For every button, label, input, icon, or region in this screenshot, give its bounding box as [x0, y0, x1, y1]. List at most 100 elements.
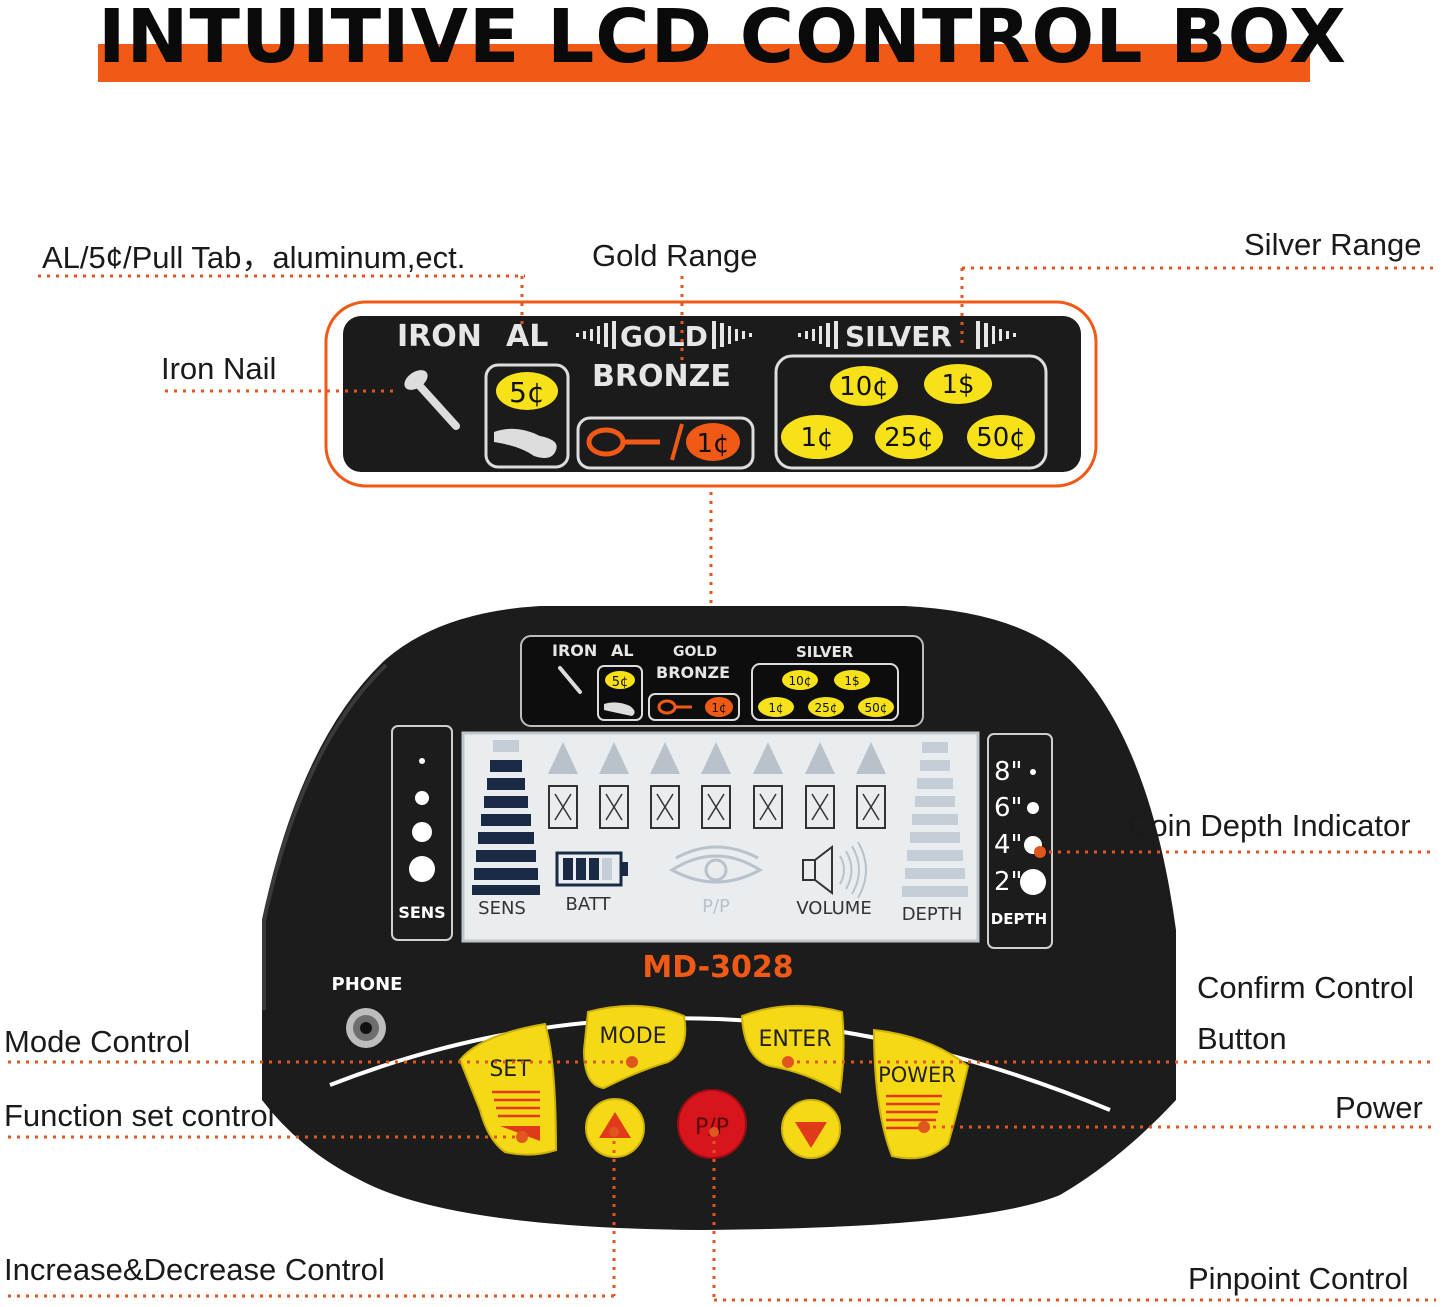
- svg-text:1$: 1$: [844, 674, 859, 688]
- decrease-button[interactable]: [781, 1099, 841, 1159]
- depth-mark-dot: [1030, 769, 1036, 775]
- title-underline-bar: [98, 44, 1310, 82]
- lcd-target-box: [805, 785, 835, 829]
- lcd-sens-label: SENS: [478, 898, 526, 919]
- lcd-target-box: [753, 785, 783, 829]
- coin-1c-bronze-label: 1¢: [696, 429, 729, 459]
- callout-mode-control: Mode Control: [4, 1024, 191, 1059]
- device-scale-gold: GOLD: [673, 644, 717, 660]
- callout-pinpoint: Pinpoint Control: [1188, 1261, 1409, 1296]
- mode-button[interactable]: MODE: [582, 1004, 687, 1090]
- device-nail-icon: [558, 666, 582, 694]
- phone-jack-icon: [346, 1008, 386, 1048]
- battery-icon: [555, 851, 628, 887]
- device-scale-silver: SILVER: [796, 643, 854, 661]
- phone-label: PHONE: [332, 974, 403, 995]
- callout-confirm-control: Confirm Control: [1197, 970, 1415, 1005]
- eye-icon: [669, 845, 763, 884]
- arrow-up-icon: [599, 1112, 631, 1138]
- depth-mark-dot: [1027, 802, 1039, 814]
- device-scale-bronze: BRONZE: [656, 663, 730, 682]
- bronze-box: [576, 416, 755, 470]
- callout-gold-range: Gold Range: [592, 238, 758, 273]
- sens-label: SENS: [398, 903, 445, 922]
- depth-mark-label: 6": [994, 793, 1023, 823]
- model-label: MD-3028: [642, 950, 793, 985]
- svg-text:1¢: 1¢: [768, 701, 783, 715]
- set-button[interactable]: SET: [458, 1022, 558, 1156]
- svg-text:MODE: MODE: [599, 1024, 666, 1049]
- scale-al-label: AL: [506, 319, 548, 354]
- al-box: [484, 363, 570, 469]
- coin-5c-badge: [496, 372, 558, 410]
- gold-waveform-icon: [576, 321, 752, 349]
- lcd-target-triangle: [599, 742, 629, 774]
- pinpoint-button[interactable]: P/P: [677, 1089, 747, 1159]
- callout-coin-depth-indicator: Coin Depth Indicator: [1128, 808, 1411, 843]
- lcd-target-triangle: [701, 742, 731, 774]
- silver-coin-badge: [924, 364, 992, 404]
- callout-function-set: Function set control: [4, 1098, 275, 1133]
- lcd-target-box: [599, 785, 629, 829]
- callout-al-aluminum: AL/5¢/Pull Tab，aluminum,ect.: [42, 240, 466, 275]
- svg-text:10¢: 10¢: [789, 674, 812, 688]
- svg-text:POWER: POWER: [878, 1063, 956, 1087]
- coin-1c-bronze-badge: [686, 423, 740, 461]
- callout-confirm-button: Button: [1197, 1021, 1287, 1056]
- sens-column: [391, 725, 453, 941]
- callout-silver-range: Silver Range: [1244, 227, 1422, 262]
- pull-tab-icon: [494, 428, 557, 458]
- lcd-depth-label: DEPTH: [902, 904, 963, 925]
- depth-mark-label: 4": [994, 830, 1023, 860]
- lcd-batt-label: BATT: [566, 894, 612, 915]
- lcd-pp-label: P/P: [702, 896, 730, 917]
- scale-iron-label: IRON: [397, 319, 482, 354]
- lcd-target-triangle: [650, 742, 680, 774]
- scale-silver-label: SILVER: [845, 320, 952, 353]
- lcd-target-triangle: [753, 742, 783, 774]
- lcd-volume-label: VOLUME: [796, 898, 871, 919]
- depth-marks: 8"6"4"2": [994, 757, 1046, 897]
- lcd-target-triangle: [548, 742, 578, 774]
- page-title: INTUITIVE LCD CONTROL BOX: [98, 0, 1347, 80]
- enter-button[interactable]: ENTER: [740, 1004, 845, 1094]
- device-scale-al: AL: [611, 641, 634, 660]
- lcd-depth-bars: [902, 742, 968, 897]
- svg-text:ENTER: ENTER: [759, 1027, 832, 1052]
- silver-waveform-icon: [798, 321, 1016, 349]
- silver-coin-label: 1$: [941, 370, 974, 400]
- coin-5c-label: 5¢: [509, 376, 545, 409]
- lcd-target-box: [548, 785, 578, 829]
- callout-increase-decrease: Increase&Decrease Control: [4, 1252, 385, 1287]
- lcd-target-triangle: [805, 742, 835, 774]
- lcd-target-box: [650, 785, 680, 829]
- depth-mark-label: 8": [994, 757, 1023, 787]
- svg-text:25¢: 25¢: [815, 701, 838, 715]
- silver-coin-badge: [830, 366, 898, 406]
- arrow-down-icon: [795, 1122, 827, 1148]
- depth-mark-dot: [1020, 869, 1046, 895]
- lcd-sens-bars: [472, 740, 540, 895]
- lcd-target-segments: [548, 742, 886, 829]
- depth-label: DEPTH: [991, 910, 1047, 928]
- silver-coin-badge: [875, 415, 943, 459]
- arc-line: [329, 1016, 1111, 1112]
- svg-text:50¢: 50¢: [865, 701, 888, 715]
- silver-coins: 10¢1$1¢25¢50¢: [781, 364, 1035, 459]
- silver-coin-badge: [967, 415, 1035, 459]
- svg-text:1¢: 1¢: [711, 701, 726, 715]
- scale-gold-label: GOLD: [620, 320, 708, 353]
- callout-iron-nail: Iron Nail: [161, 351, 277, 386]
- device-scale-iron: IRON: [552, 641, 597, 660]
- silver-box: [774, 354, 1048, 470]
- lcd-target-triangle: [856, 742, 886, 774]
- scale-bronze-label: BRONZE: [592, 359, 731, 394]
- ring-icon: [586, 427, 660, 457]
- silver-coin-label: 50¢: [976, 423, 1026, 453]
- silver-coin-badge: [781, 415, 853, 459]
- silver-coin-label: 25¢: [884, 423, 934, 453]
- speaker-icon: [802, 841, 867, 899]
- silver-coin-label: 1¢: [800, 423, 833, 453]
- callout-power: Power: [1335, 1090, 1423, 1125]
